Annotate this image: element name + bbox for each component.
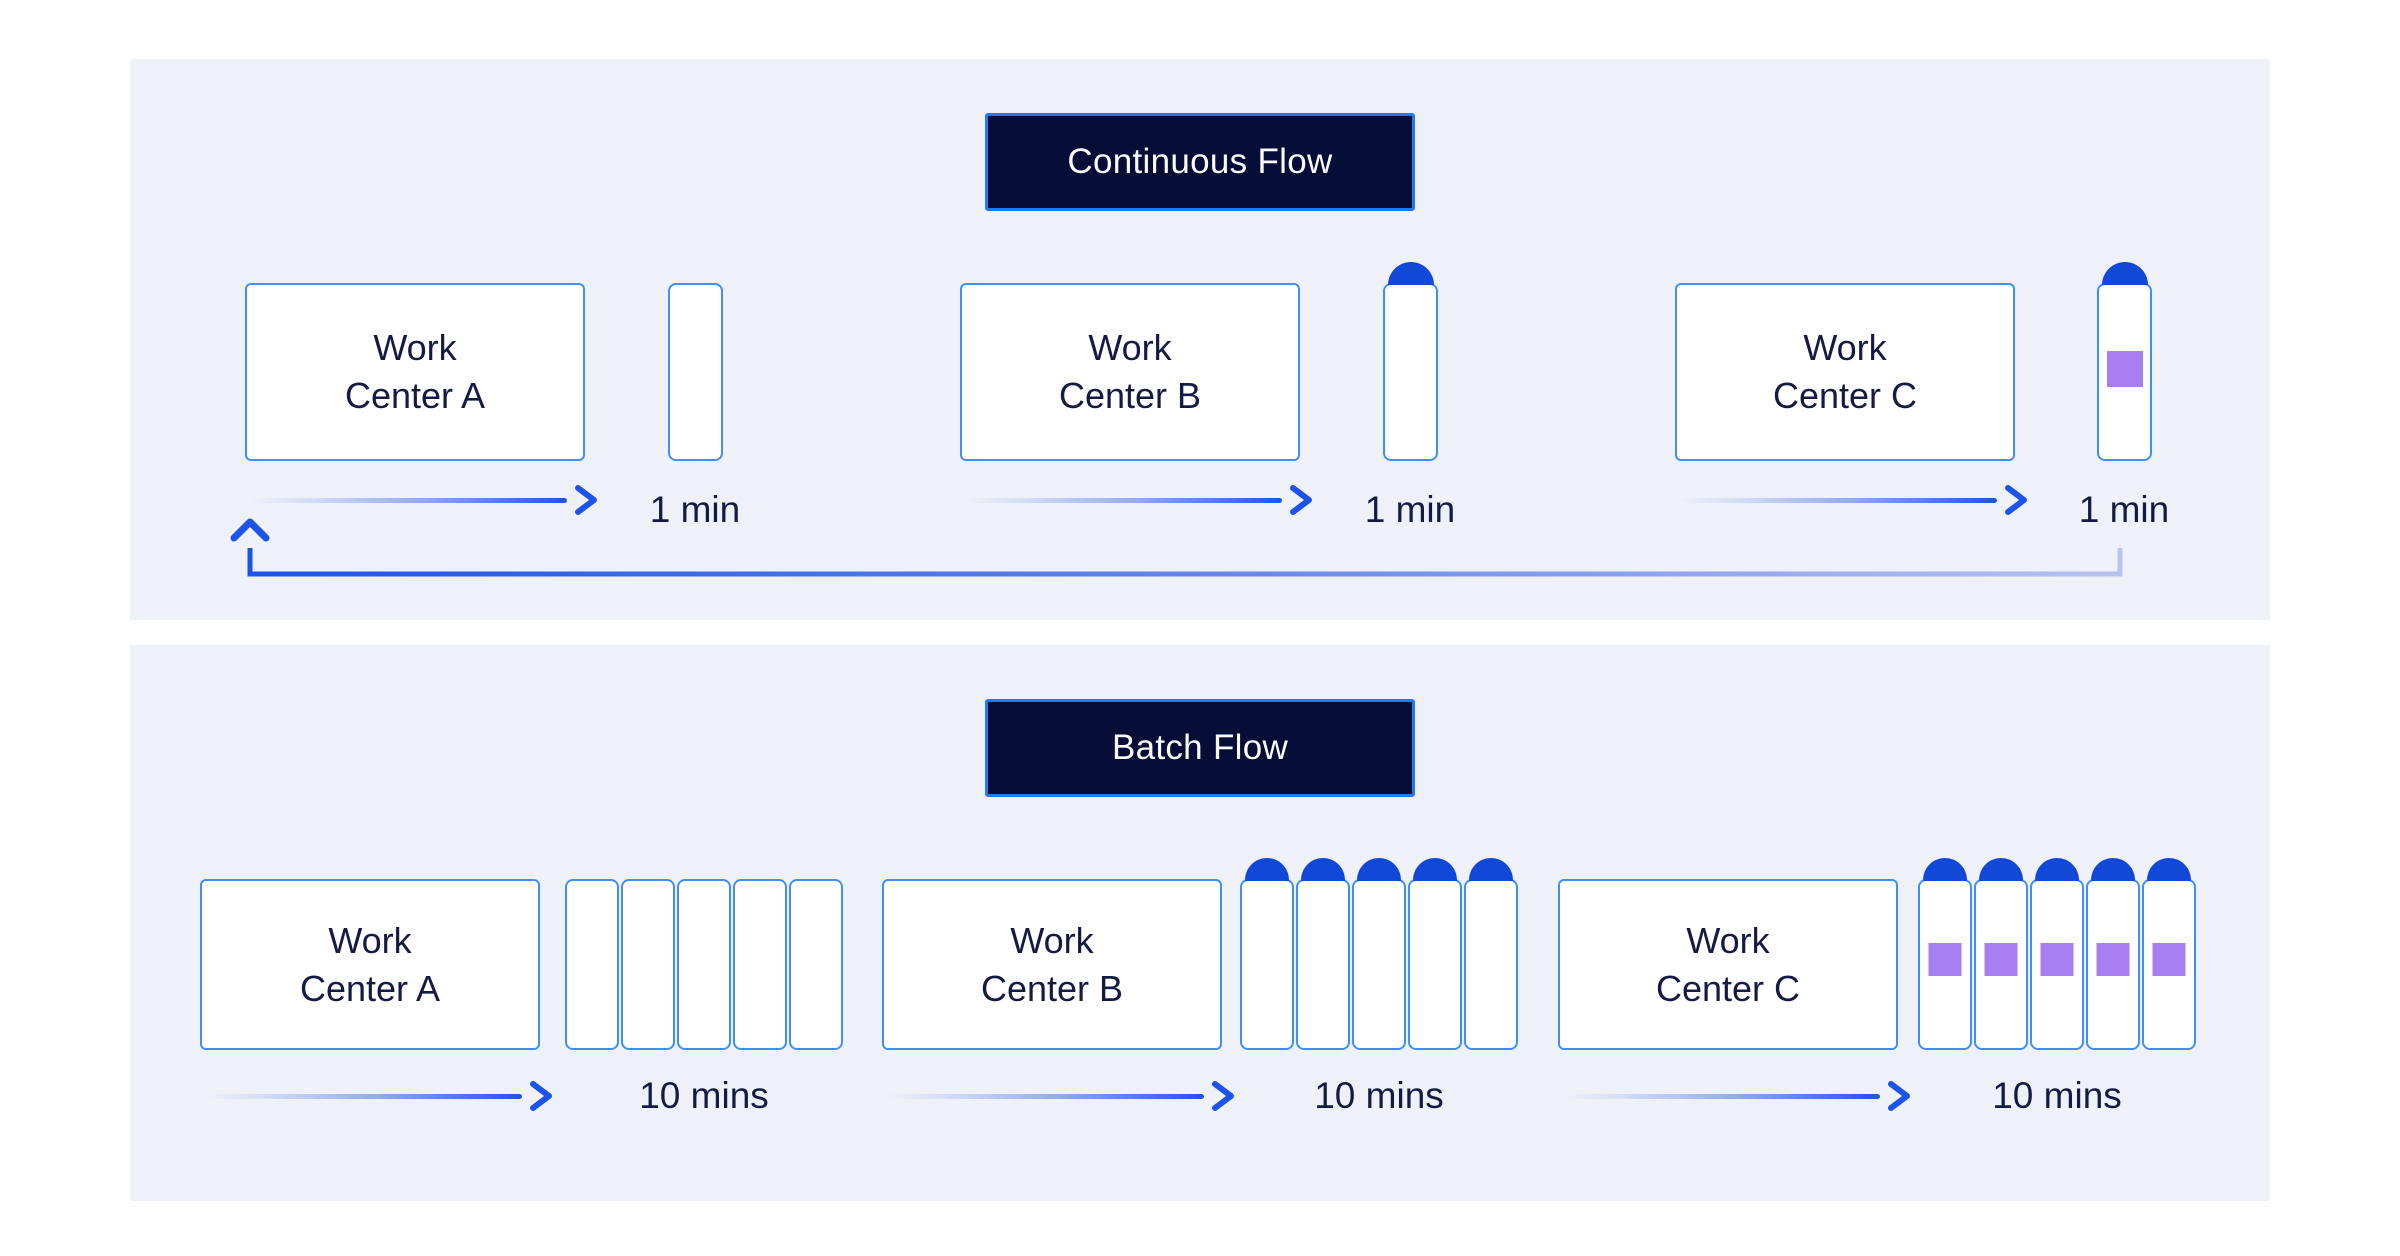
- work-center-c-box: Work Center C: [1558, 879, 1898, 1050]
- queue-slot-occupied: [1408, 858, 1462, 1050]
- queue-slot-occupied: [1296, 858, 1350, 1050]
- work-center-b-box: Work Center B: [960, 283, 1300, 461]
- work-center-c-label: Work Center C: [1655, 919, 1801, 1009]
- arrowhead-icon: [530, 1081, 552, 1111]
- flow-arrow: [205, 1081, 555, 1111]
- queue-time-label: 10 mins: [1992, 1075, 2122, 1116]
- work-center-a-label: Work Center A: [299, 919, 441, 1009]
- queue-slot-empty: [733, 879, 787, 1050]
- batch-queue-empty: [565, 879, 843, 1050]
- work-center-a-box: Work Center A: [200, 879, 540, 1050]
- arrowhead-icon: [2005, 485, 2027, 515]
- work-center-a-label: Work Center A: [344, 327, 486, 416]
- item-square-icon: [1984, 943, 2018, 976]
- queue-time-label: 1 min: [649, 489, 741, 530]
- arrowhead-icon: [1888, 1081, 1910, 1111]
- flow-arrow-line: [250, 497, 567, 503]
- flow-arrow-line: [1680, 497, 1997, 503]
- queue-slot-empty: [565, 879, 619, 1050]
- work-center-c-label: Work Center C: [1772, 327, 1918, 416]
- queue-time-label: 1 min: [1364, 489, 1456, 530]
- arrowhead-icon: [1212, 1081, 1234, 1111]
- queue-slot-occupied: [1383, 262, 1438, 461]
- flow-arrow-line: [965, 497, 1282, 503]
- flow-arrow: [250, 485, 600, 515]
- queue-slot-occupied: [1240, 858, 1294, 1050]
- arrowhead-icon: [1290, 485, 1312, 515]
- flow-arrow: [1563, 1081, 1913, 1111]
- queue-slot-occupied: [1352, 858, 1406, 1050]
- queue-slot-empty: [789, 879, 843, 1050]
- queue-time-label: 10 mins: [639, 1075, 769, 1116]
- queue-slot-empty: [677, 879, 731, 1050]
- work-center-a-box: Work Center A: [245, 283, 585, 461]
- batch-flow-panel: Batch Flow Work Center A 10 mins Work Ce…: [130, 645, 2270, 1201]
- flow-arrow: [887, 1081, 1237, 1111]
- queue-slot-occupied: [1464, 858, 1518, 1050]
- queue-slot-occupied-item: [2030, 858, 2084, 1050]
- item-square-icon: [2040, 943, 2074, 976]
- dome-icon: [1387, 262, 1434, 285]
- batch-queue-occupied-items: [1918, 858, 2196, 1050]
- dome-icon: [2035, 858, 2079, 881]
- flow-arrow: [1680, 485, 2030, 515]
- loopback-arrow: [230, 518, 2123, 577]
- queue-time-label: 1 min: [2078, 489, 2170, 530]
- queue-slot-empty: [668, 283, 723, 461]
- queue-slot-occupied-item: [1918, 858, 1972, 1050]
- work-center-b-box: Work Center B: [882, 879, 1222, 1050]
- work-center-b-label: Work Center B: [980, 919, 1124, 1009]
- item-square-icon: [2152, 943, 2186, 976]
- item-square-icon: [2106, 351, 2143, 387]
- flow-arrow-line: [1563, 1093, 1880, 1099]
- work-center-b-label: Work Center B: [1058, 327, 1202, 416]
- dome-icon: [1469, 858, 1513, 881]
- queue-slot-occupied-item: [2142, 858, 2196, 1050]
- item-square-icon: [2096, 943, 2130, 976]
- queue-slot-occupied-item: [2086, 858, 2140, 1050]
- flow-arrow: [965, 485, 1315, 515]
- continuous-flow-panel: Continuous Flow Work Center A 1 min Work…: [130, 59, 2270, 620]
- queue-slot-occupied-item: [1974, 858, 2028, 1050]
- dome-icon: [2101, 262, 2148, 285]
- dome-icon: [1301, 858, 1345, 881]
- dome-icon: [1979, 858, 2023, 881]
- dome-icon: [1923, 858, 1967, 881]
- queue-slot-empty: [621, 879, 675, 1050]
- item-square-icon: [1928, 943, 1962, 976]
- flow-arrow-line: [887, 1093, 1204, 1099]
- arrowhead-icon: [575, 485, 597, 515]
- batch-flow-header: Batch Flow: [985, 699, 1415, 797]
- dome-icon: [2091, 858, 2135, 881]
- batch-flow-title: Batch Flow: [1111, 728, 1289, 767]
- continuous-flow-title: Continuous Flow: [1067, 142, 1333, 181]
- loopback-arrowhead-icon: [230, 518, 270, 542]
- queue-slot-occupied-item: [2097, 262, 2152, 461]
- batch-queue-occupied: [1240, 858, 1518, 1050]
- continuous-flow-header: Continuous Flow: [985, 113, 1415, 211]
- work-center-c-box: Work Center C: [1675, 283, 2015, 461]
- dome-icon: [1245, 858, 1289, 881]
- dome-icon: [2147, 858, 2191, 881]
- flow-arrow-line: [205, 1093, 522, 1099]
- dome-icon: [1413, 858, 1457, 881]
- dome-icon: [1357, 858, 1401, 881]
- queue-time-label: 10 mins: [1314, 1075, 1444, 1116]
